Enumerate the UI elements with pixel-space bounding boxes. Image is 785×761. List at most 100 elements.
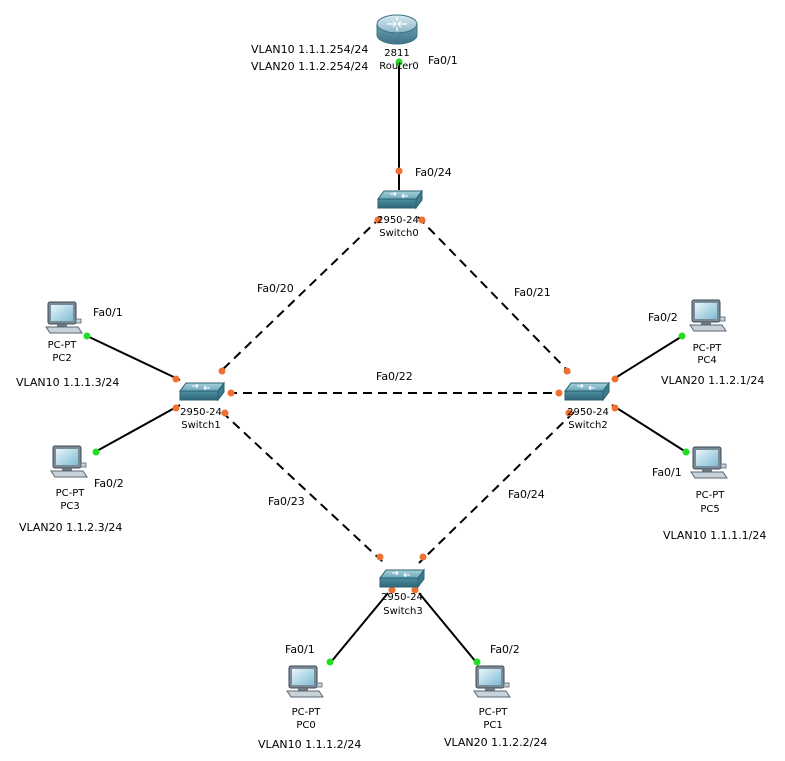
pc4-port-label: Fa0/2 xyxy=(648,311,678,324)
port-light xyxy=(92,448,100,456)
pc1-port-label: Fa0/2 xyxy=(490,643,520,656)
port-light xyxy=(83,332,91,340)
pc1[interactable]: PC-PT PC1 xyxy=(473,665,511,731)
pc-icon xyxy=(286,665,324,698)
link-pc0-switch3 xyxy=(330,592,389,663)
pc-icon xyxy=(689,299,727,332)
port-light xyxy=(419,553,427,561)
pc-icon xyxy=(473,665,511,698)
port-light xyxy=(218,367,226,375)
port-light xyxy=(418,216,426,224)
switch0-model: 2950-24 xyxy=(377,215,419,226)
pc3[interactable]: PC-PT PC3 xyxy=(50,445,88,512)
pc5-model: PC-PT xyxy=(696,490,726,501)
switch0-uplink-label: Fa0/24 xyxy=(415,166,452,179)
port-light xyxy=(555,389,563,397)
router0-name: Router0 xyxy=(379,61,419,72)
link-pc3-switch1 xyxy=(94,404,181,453)
link-sw0-sw2-label: Fa0/21 xyxy=(514,286,551,299)
switch0-name: Switch0 xyxy=(379,228,418,239)
switch2[interactable]: 2950-24 Switch2 xyxy=(564,382,610,431)
switch-icon xyxy=(379,569,425,588)
pc0-name: PC0 xyxy=(296,720,315,731)
switch3[interactable]: 2950-24 Switch3 xyxy=(379,569,425,617)
switch3-name: Switch3 xyxy=(383,606,422,617)
ip-labels: VLAN10 1.1.1.254/24 VLAN20 1.1.2.254/24 … xyxy=(16,43,766,751)
pc1-ip: VLAN20 1.1.2.2/24 xyxy=(444,736,547,749)
switch2-name: Switch2 xyxy=(568,420,607,431)
pc5-name: PC5 xyxy=(700,504,719,515)
port-light xyxy=(565,409,573,417)
pc5[interactable]: PC-PT PC5 xyxy=(690,446,728,515)
pc0-model: PC-PT xyxy=(292,707,322,718)
port-light xyxy=(395,58,403,66)
pc5-port-label: Fa0/1 xyxy=(652,466,682,479)
pc-icon xyxy=(45,301,83,334)
port-light xyxy=(611,404,619,412)
port-light xyxy=(172,375,180,383)
port-light xyxy=(374,216,382,224)
port-light xyxy=(682,448,690,456)
switch1-name: Switch1 xyxy=(181,420,220,431)
port-light xyxy=(411,586,419,594)
switch3-model: 2950-24 xyxy=(381,592,423,603)
link-sw1-sw3-label: Fa0/23 xyxy=(268,495,305,508)
router0[interactable]: 2811 Router0 xyxy=(376,14,419,72)
link-pc2-switch1 xyxy=(84,334,181,381)
pc3-model: PC-PT xyxy=(56,488,86,499)
pc-icon xyxy=(50,445,88,478)
pc2[interactable]: PC-PT PC2 xyxy=(45,301,83,364)
port-light xyxy=(395,167,403,175)
pc3-port-label: Fa0/2 xyxy=(94,477,124,490)
switch1[interactable]: 2950-24 Switch1 xyxy=(179,382,225,431)
pc0-port-label: Fa0/1 xyxy=(285,643,315,656)
port-light xyxy=(172,404,180,412)
router0-model: 2811 xyxy=(384,48,409,59)
router-vlan20-ip: VLAN20 1.1.2.254/24 xyxy=(251,60,368,73)
link-switch0-switch1 xyxy=(218,216,382,374)
port-light xyxy=(388,586,396,594)
port-light xyxy=(326,658,334,666)
link-switch2-switch3 xyxy=(418,411,575,564)
port-light xyxy=(563,367,571,375)
pc4-ip: VLAN20 1.1.2.1/24 xyxy=(661,374,764,387)
pc0-ip: VLAN10 1.1.1.2/24 xyxy=(258,738,361,751)
port-light xyxy=(678,332,686,340)
link-pc4-switch2 xyxy=(611,334,685,381)
pc4-model: PC-PT xyxy=(693,343,723,354)
switch2-model: 2950-24 xyxy=(567,407,609,418)
link-pc5-switch2 xyxy=(611,404,687,453)
router-icon xyxy=(387,17,407,31)
switch-icon xyxy=(377,190,423,209)
port-light xyxy=(221,409,229,417)
port-light xyxy=(473,658,481,666)
link-switch1-switch3 xyxy=(221,411,385,564)
pc1-name: PC1 xyxy=(483,720,502,731)
pc0[interactable]: PC-PT PC0 xyxy=(286,665,324,731)
port-light xyxy=(611,375,619,383)
pc4-name: PC4 xyxy=(697,355,716,366)
links xyxy=(84,62,687,663)
pc2-ip: VLAN10 1.1.1.3/24 xyxy=(16,376,119,389)
port-light xyxy=(227,389,235,397)
port-labels: Fa0/1 Fa0/24 Fa0/20 Fa0/21 Fa0/22 Fa0/23… xyxy=(93,54,682,656)
pc2-name: PC2 xyxy=(52,353,71,364)
link-sw2-sw3-label: Fa0/24 xyxy=(508,488,545,501)
pc5-ip: VLAN10 1.1.1.1/24 xyxy=(663,529,766,542)
link-sw1-sw2-label: Fa0/22 xyxy=(376,370,413,383)
pc2-port-label: Fa0/1 xyxy=(93,306,123,319)
switch-icon xyxy=(564,382,610,401)
switch0[interactable]: 2950-24 Switch0 xyxy=(377,190,423,239)
router-vlan10-ip: VLAN10 1.1.1.254/24 xyxy=(251,43,368,56)
router0-port-label: Fa0/1 xyxy=(428,54,458,67)
port-light xyxy=(376,553,384,561)
link-sw0-sw1-label: Fa0/20 xyxy=(257,282,294,295)
switch-icon xyxy=(179,382,225,401)
pc3-name: PC3 xyxy=(60,501,79,512)
pc-icon xyxy=(690,446,728,479)
pc4[interactable]: PC-PT PC4 xyxy=(689,299,727,366)
link-pc1-switch3 xyxy=(418,592,477,663)
pc1-model: PC-PT xyxy=(479,707,509,718)
pc3-ip: VLAN20 1.1.2.3/24 xyxy=(19,521,122,534)
